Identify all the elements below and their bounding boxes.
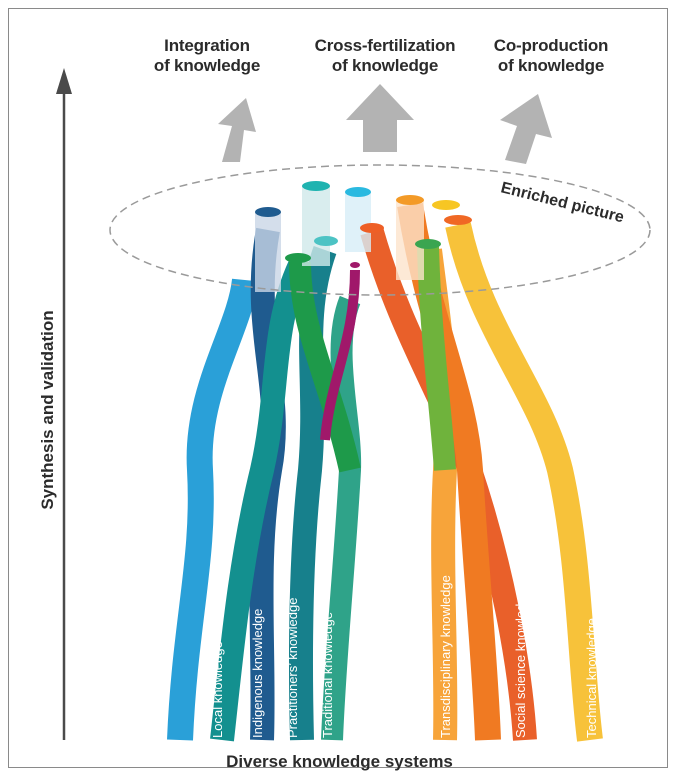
tube-cap-orange-2	[444, 215, 472, 225]
tube-cap-blue-light	[345, 187, 371, 197]
outcome-integration-line2: of knowledge	[153, 56, 261, 75]
enriched-picture-ellipse	[109, 164, 651, 296]
strand-green	[289, 261, 361, 473]
label-practitioners: Practitioners’ knowledge	[285, 598, 300, 738]
label-technical: Technical knowledge	[584, 618, 599, 738]
gray-arrow-co-production	[500, 94, 552, 164]
synthesis-axis-arrowhead	[56, 68, 72, 94]
frame-border	[8, 8, 668, 768]
tube-orange	[396, 200, 424, 280]
strand-local	[167, 278, 258, 741]
strand-green-right	[417, 245, 456, 471]
bottom-title: Diverse knowledge systems	[226, 752, 453, 771]
outcome-integration: Integration of knowledge	[122, 36, 292, 76]
strand-magenta	[320, 269, 360, 441]
tube-tops	[255, 181, 472, 292]
tube-cap-green	[285, 253, 311, 263]
enriched-picture-label: Enriched picture	[499, 179, 626, 226]
tube-cap-yellow	[432, 200, 460, 210]
strand-labels: Local knowledge Indigenous knowledge Pra…	[210, 575, 599, 738]
outcome-cross-fertilization-line1: Cross-fertilization	[314, 36, 456, 55]
outcome-co-production-line1: Co-production	[493, 36, 609, 55]
axis-label: Synthesis and validation	[38, 310, 57, 510]
outcome-co-production-line2: of knowledge	[497, 56, 605, 75]
tube-cap-orange	[396, 195, 424, 205]
label-natural: Natural science knowledge	[548, 583, 563, 738]
tube-indigenous	[255, 212, 281, 292]
tube-cap-teal-2	[314, 236, 338, 246]
tube-cap-teal-1	[302, 181, 330, 191]
gray-arrow-cross-fertilization	[346, 84, 414, 152]
tube-blue-light	[345, 192, 371, 252]
label-social: Social science knowledge	[513, 589, 528, 738]
tube-cap-green-2	[415, 239, 441, 249]
gray-arrow-integration	[218, 98, 256, 162]
label-traditional: Traditional knowledge	[320, 612, 335, 738]
label-local: Local knowledge	[210, 641, 225, 738]
outcome-co-production: Co-production of knowledge	[466, 36, 636, 76]
strand-practitioners	[210, 259, 311, 742]
outcome-cross-fertilization: Cross-fertilization of knowledge	[300, 36, 470, 76]
tube-cap-red-orange	[360, 223, 384, 233]
tube-cap-magenta	[350, 262, 360, 268]
tube-teal-1	[302, 186, 330, 266]
outcome-integration-line1: Integration	[164, 36, 250, 55]
label-indigenous: Indigenous knowledge	[250, 609, 265, 738]
outcome-cross-fertilization-line2: of knowledge	[331, 56, 439, 75]
label-transdisciplinary: Transdisciplinary knowledge	[438, 575, 453, 738]
tube-cap-indigenous	[255, 207, 281, 217]
strand-technical	[445, 222, 603, 742]
strands-group	[167, 202, 603, 742]
